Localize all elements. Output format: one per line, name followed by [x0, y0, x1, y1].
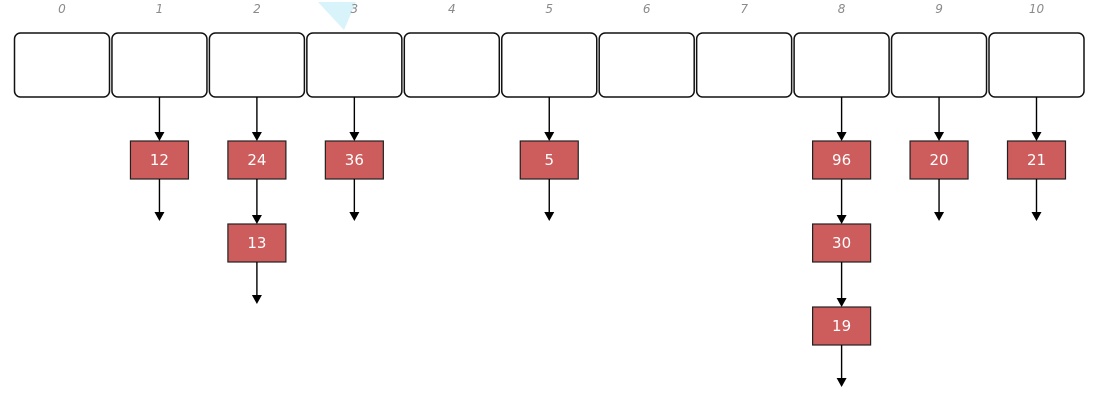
chain-node-box: [129, 140, 190, 180]
chain-node-box: [519, 140, 579, 180]
bucket-chain: 21: [1006, 97, 1067, 221]
chain-node: 13: [227, 223, 287, 263]
slot-index-label: 1: [156, 2, 164, 16]
slot-index-label: 7: [740, 2, 748, 16]
chain-node-value: 5: [544, 151, 554, 169]
chain-node: 12: [129, 140, 190, 180]
null-pointer-arrow: [251, 262, 262, 304]
chain-node: 96: [811, 140, 872, 180]
chain-node: 36: [324, 140, 384, 180]
hash-slot: [306, 32, 403, 98]
chain-node-box: [811, 306, 872, 346]
arrow-down-icon: [836, 298, 847, 307]
arrow-down-icon: [154, 212, 165, 221]
slot-index-labels: 0 1 2 3 4 5 6 7 8 9 10: [58, 2, 1044, 16]
slot-to-node-arrow: [349, 97, 360, 141]
next-node-arrow: [836, 179, 847, 224]
chain-node-value: 12: [150, 151, 169, 169]
arrow-down-icon: [836, 378, 847, 387]
next-node-arrow: [251, 179, 262, 224]
bucket-chain: 5: [519, 97, 579, 221]
hash-slot: [403, 32, 501, 98]
arrow-down-icon: [251, 295, 262, 304]
slot-index-label: 10: [1029, 2, 1045, 16]
hash-slot: [988, 32, 1085, 98]
bucket-chain: 20: [909, 97, 969, 221]
chain-node: 30: [811, 223, 872, 263]
chain-node-box: [909, 140, 969, 180]
arrow-down-icon: [934, 212, 945, 221]
bucket-chain: 24 13: [227, 97, 287, 304]
chain-node-value: 36: [345, 151, 364, 169]
hash-table-slots: [13, 32, 1085, 98]
chain-node-value: 24: [247, 151, 266, 169]
hash-slot: [208, 32, 306, 98]
chain-node-value: 13: [247, 234, 266, 252]
arrow-down-icon: [251, 132, 262, 141]
slot-index-label: 2: [253, 2, 261, 16]
bucket-chains: 12 24 13 36 5 96 30 19 20 21: [129, 97, 1067, 387]
arrow-down-icon: [251, 215, 262, 224]
arrow-down-icon: [1031, 212, 1042, 221]
arrow-down-icon: [934, 132, 945, 141]
null-pointer-arrow: [154, 179, 165, 221]
hash-slot: [13, 32, 111, 98]
arrow-down-icon: [544, 212, 555, 221]
slot-to-node-arrow: [1031, 97, 1042, 141]
chain-node: 20: [909, 140, 969, 180]
next-node-arrow: [836, 262, 847, 307]
slot-index-label: 0: [58, 2, 66, 16]
hash-slot: [890, 32, 988, 98]
null-pointer-arrow: [349, 179, 360, 221]
chain-node-value: 96: [832, 151, 851, 169]
arrow-down-icon: [836, 215, 847, 224]
chain-node: 19: [811, 306, 872, 346]
chain-node-value: 20: [930, 151, 949, 169]
arrow-down-icon: [836, 132, 847, 141]
chain-node-value: 21: [1027, 151, 1046, 169]
hash-slot: [793, 32, 890, 98]
chain-node: 5: [519, 140, 579, 180]
chain-node-box: [1006, 140, 1067, 180]
slot-index-label: 6: [643, 2, 651, 16]
null-pointer-arrow: [836, 345, 847, 387]
chain-node: 21: [1006, 140, 1067, 180]
slot-index-label: 9: [935, 2, 943, 16]
chain-node-value: 19: [832, 317, 851, 335]
hash-slot: [111, 32, 208, 98]
hash-slot: [501, 32, 598, 98]
chain-node-box: [811, 223, 872, 263]
slot-to-node-arrow: [154, 97, 165, 141]
arrow-down-icon: [349, 132, 360, 141]
arrow-down-icon: [349, 212, 360, 221]
bucket-chain: 12: [129, 97, 190, 221]
watermark-cursor-shape: [318, 2, 356, 30]
slot-to-node-arrow: [251, 97, 262, 141]
slot-to-node-arrow: [934, 97, 945, 141]
arrow-down-icon: [544, 132, 555, 141]
hash-slot: [695, 32, 793, 98]
slot-index-label: 4: [448, 2, 456, 16]
null-pointer-arrow: [934, 179, 945, 221]
bucket-chain: 96 30 19: [811, 97, 872, 387]
arrow-down-icon: [154, 132, 165, 141]
bucket-chain: 36: [324, 97, 384, 221]
null-pointer-arrow: [544, 179, 555, 221]
chain-node: 24: [227, 140, 287, 180]
null-pointer-arrow: [1031, 179, 1042, 221]
slot-index-label: 3: [351, 2, 359, 16]
slot-index-label: 5: [545, 2, 553, 16]
slot-to-node-arrow: [836, 97, 847, 141]
hash-slot: [598, 32, 695, 98]
slot-index-label: 8: [838, 2, 846, 16]
chain-node-value: 30: [832, 234, 851, 252]
arrow-down-icon: [1031, 132, 1042, 141]
chain-node-box: [811, 140, 872, 180]
slot-to-node-arrow: [544, 97, 555, 141]
